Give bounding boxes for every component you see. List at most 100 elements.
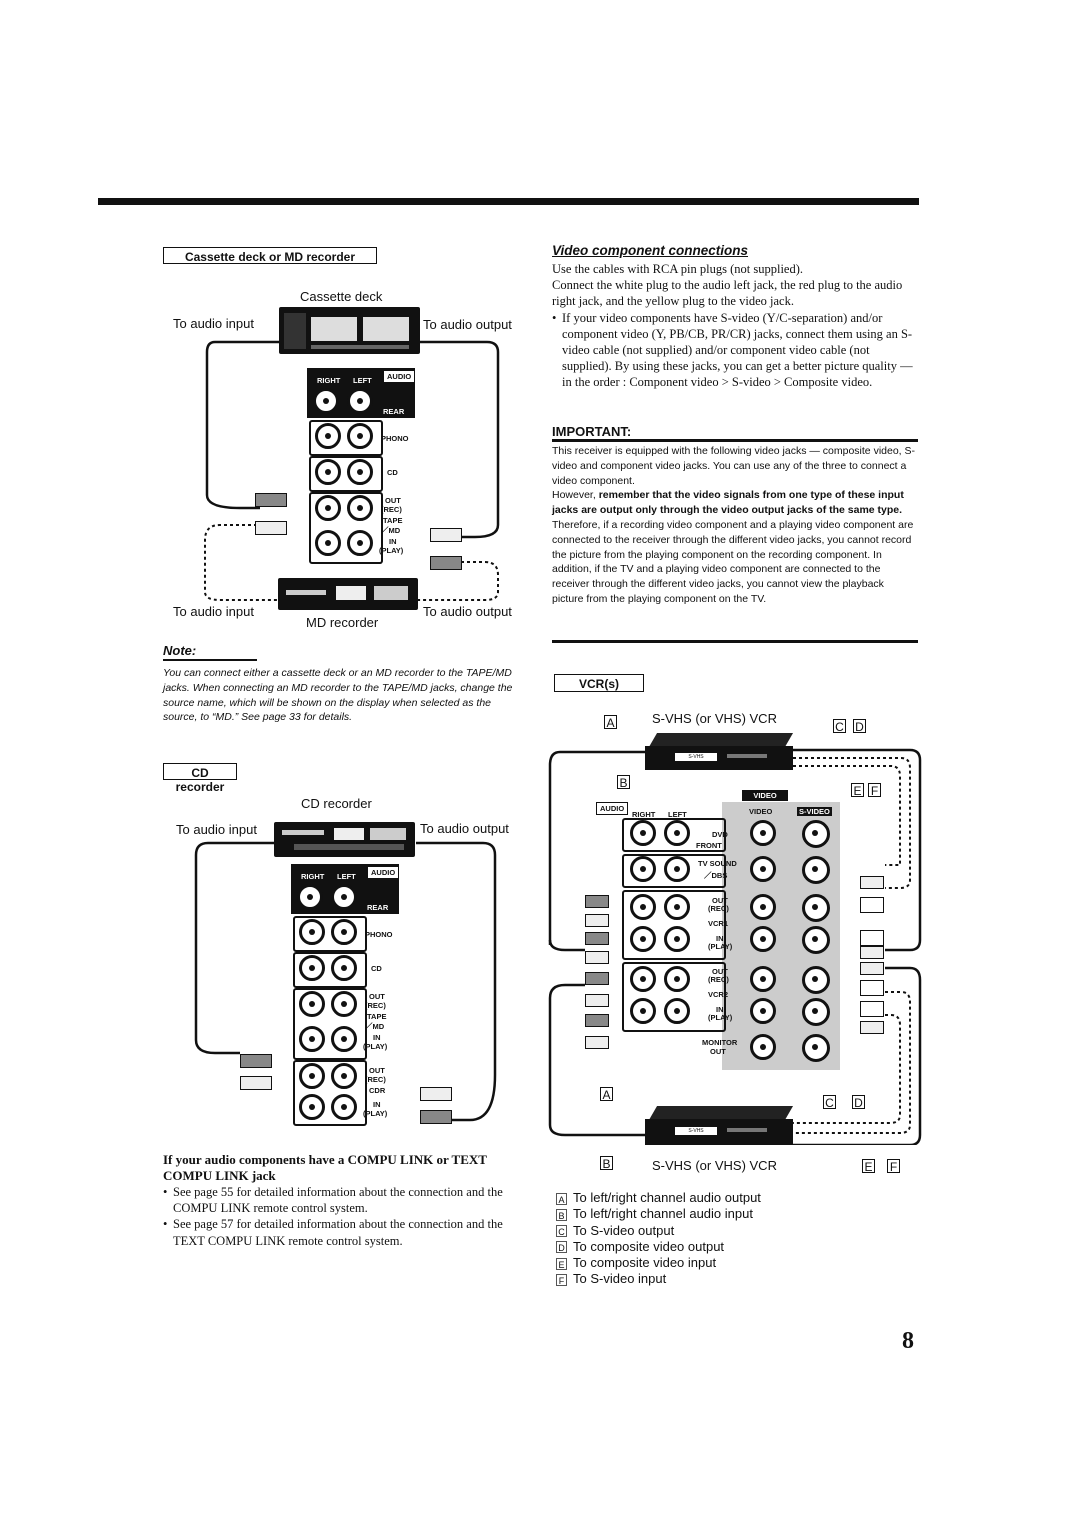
vcr1-in-svideo-jack [802, 926, 830, 954]
vcr-plug-5 [585, 972, 609, 985]
vcr-plug-6 [585, 994, 609, 1007]
dvd-right-jack [630, 820, 656, 846]
panel-audio-label: AUDIO [383, 370, 416, 383]
cd-plug-white-2 [420, 1087, 452, 1101]
video-section-title: Video component connections [552, 243, 749, 258]
vcr2-in-video-jack [750, 998, 776, 1024]
letter-f-top: F [868, 783, 881, 798]
vcr-plug-9 [860, 876, 884, 889]
vcr-plug-12 [860, 1021, 884, 1034]
vcr-cables [548, 748, 922, 1145]
important-title: IMPORTANT: [552, 424, 632, 439]
panel-cd-label: CD [387, 468, 398, 477]
dvd-video-jack [750, 820, 776, 846]
rca-plug-white-2 [430, 528, 462, 542]
vcr2-out-video-jack [750, 966, 776, 992]
top-vcr-svhs-badge: S-VHS [675, 753, 717, 761]
note-text: You can connect either a cassette deck o… [163, 667, 513, 724]
cdr-in-left-jack [331, 1094, 357, 1120]
compu-link-heading: If your audio components have a COMPU LI… [163, 1152, 487, 1183]
svideo-plug-2 [860, 930, 884, 946]
vcr2-out-right-jack [630, 966, 656, 992]
panel-play-label: (PLAY) [379, 546, 404, 555]
important-body: This receiver is equipped with the follo… [552, 444, 918, 607]
vcr2-play-label: (PLAY) [708, 1013, 733, 1022]
cd-to-audio-output: To audio output [420, 821, 509, 836]
vcr-plug-10 [860, 946, 884, 959]
vcr-plug-11 [860, 962, 884, 975]
vcr2-out-svideo-jack [802, 966, 830, 994]
receiver-video-panel: VIDEO AUDIO RIGHT LEFT VIDEO S-VIDEO DVD… [596, 790, 840, 1070]
vcr1-play-label: (PLAY) [708, 942, 733, 951]
monitor-video-jack [750, 1034, 776, 1060]
cdr-in-right-jack [299, 1094, 325, 1120]
cd-tape-out-right-jack [299, 991, 325, 1017]
cd-panel-md-label: ／MD [365, 1022, 385, 1031]
cd-panel-in-label: IN [373, 1033, 381, 1042]
vcr1-in-video-jack [750, 926, 776, 952]
vcr-plug-2 [585, 914, 609, 927]
vcr1-label: VCR1 [708, 919, 729, 928]
cd-panel-out-label: OUT [369, 992, 385, 1001]
video-header-label: VIDEO [742, 790, 788, 801]
vcr-panel-dbs-label: ／DBS [704, 871, 728, 880]
cdr-panel-out-label: OUT [369, 1066, 385, 1075]
vcr-panel-left-label: LEFT [668, 810, 687, 819]
cdr-panel-in-label: IN [373, 1100, 381, 1109]
md-to-audio-input: To audio input [173, 604, 254, 619]
tv-left-jack [664, 856, 690, 882]
vcr1-in-right-jack [630, 926, 656, 952]
cd-tape-out-left-jack [331, 991, 357, 1017]
panel-out-label: OUT [385, 496, 401, 505]
cassette-deck-label: Cassette deck [300, 289, 383, 304]
panel-rec-label: (REC) [381, 505, 402, 514]
vcr2-in-right-jack [630, 998, 656, 1024]
monitor-svideo-jack [802, 1034, 830, 1062]
vcr-panel-video-label: VIDEO [749, 807, 773, 816]
cd-panel-right-label: RIGHT [301, 872, 325, 881]
letter-a-bottom: A [600, 1087, 613, 1102]
cd-rear-left-jack [331, 884, 357, 910]
vcr-panel-front-label: FRONT [696, 841, 722, 850]
cd-plug-red [240, 1054, 272, 1068]
svideo-plug-3 [860, 980, 884, 996]
vcr-panel-audio-label: AUDIO [596, 802, 629, 815]
important-p3: Therefore, if a recording video componen… [552, 518, 914, 605]
rear-left-jack [347, 388, 373, 414]
md-recorder-label: MD recorder [306, 615, 379, 630]
cd-panel-cd-label: CD [371, 964, 382, 973]
cd-panel-rear-label: REAR [367, 903, 389, 912]
letter-e-top: E [851, 783, 864, 798]
panel-tape-label: TAPE [383, 516, 403, 525]
vcr1-out-label: OUT [712, 896, 728, 905]
bottom-vcr-label: S-VHS (or VHS) VCR [652, 1158, 777, 1173]
letter-b-top: B [617, 775, 630, 790]
cd-panel-audio-label: AUDIO [367, 866, 400, 879]
cd-panel-tape-label: TAPE [367, 1012, 387, 1021]
receiver-rear-panel-cdr: RIGHT LEFT AUDIO REAR PHONO CD OUT (REC)… [291, 864, 400, 1126]
video-p2: Connect the white plug to the audio left… [552, 278, 903, 309]
cd-panel-phono-label: PHONO [365, 930, 393, 939]
vcr2-out-left-jack [664, 966, 690, 992]
vcr1-in-label: IN [716, 934, 724, 943]
important-top-rule [552, 439, 918, 442]
vcr-panel-tvsound-label: TV SOUND [698, 859, 737, 868]
monitor-label: MONITOR [702, 1038, 738, 1047]
important-p2: However, remember that the video signals… [552, 489, 904, 517]
cd-to-audio-input: To audio input [176, 822, 257, 837]
compu-link-bullet-2: •See page 57 for detailed information ab… [163, 1217, 503, 1248]
cd-phono-left-jack [331, 919, 357, 945]
cd-panel-rec-label: (REC) [365, 1001, 386, 1010]
cd-phono-right-jack [299, 919, 325, 945]
cd-rear-right-jack [297, 884, 323, 910]
panel-right-label: RIGHT [317, 376, 341, 385]
letter-d-top: D [853, 719, 866, 734]
cd-plug-white [240, 1076, 272, 1090]
cassette-cables [204, 340, 500, 601]
panel-left-label: LEFT [353, 376, 372, 385]
vcr1-rec-label: (REC) [708, 904, 729, 913]
rear-right-jack [313, 388, 339, 414]
important-p1: This receiver is equipped with the follo… [552, 445, 916, 487]
